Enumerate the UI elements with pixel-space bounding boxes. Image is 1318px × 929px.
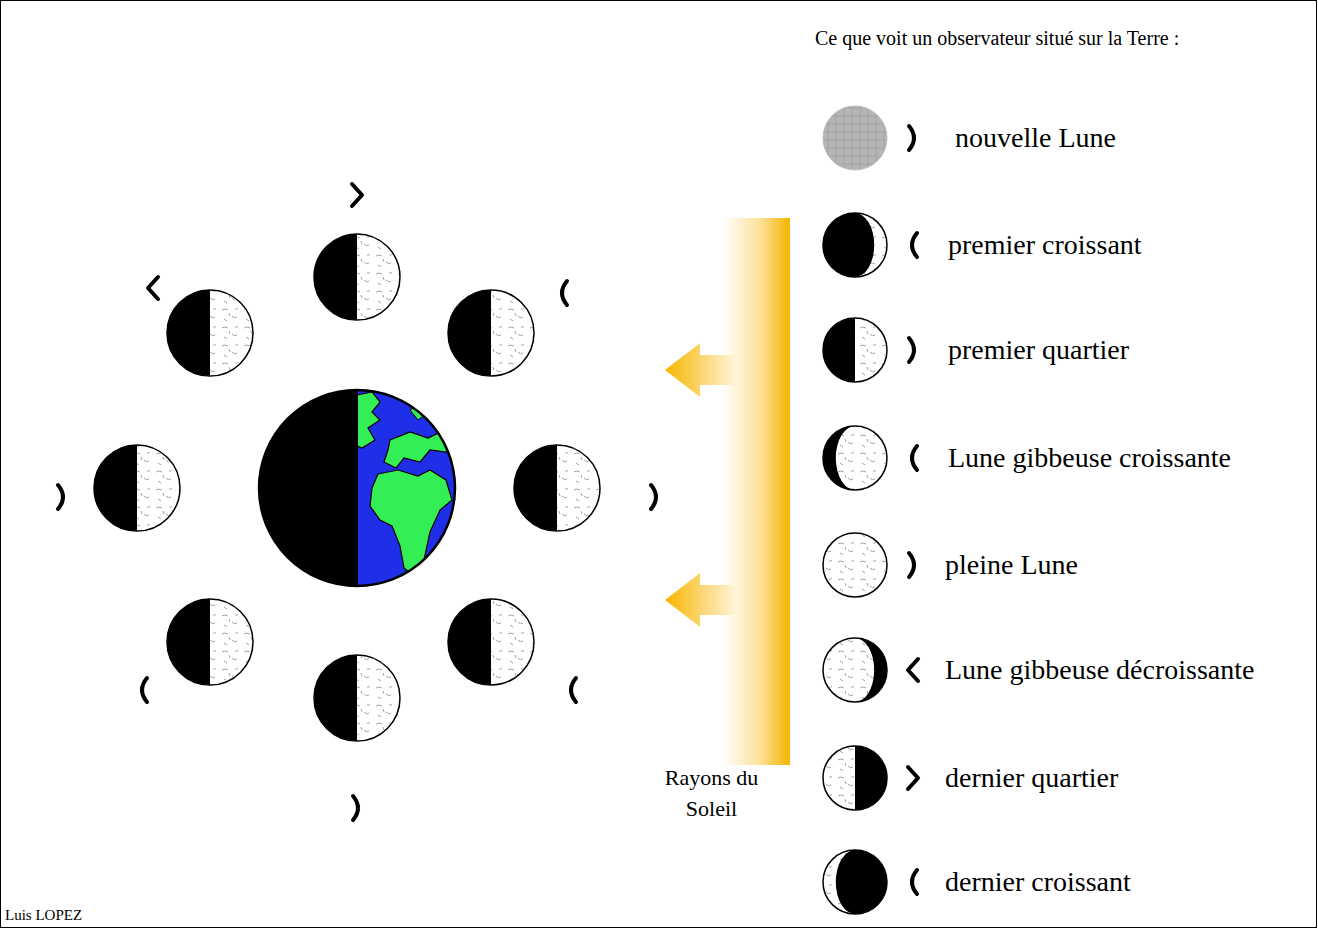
phase-symbol	[353, 796, 358, 820]
phase-name: pleine Lune	[945, 548, 1078, 582]
phase-symbol	[909, 126, 914, 150]
orbit-moon	[167, 599, 253, 685]
phase-name: premier croissant	[948, 228, 1142, 262]
phase-name: nouvelle Lune	[955, 121, 1116, 155]
author-credit: Luis LOPEZ	[5, 906, 82, 924]
phase-symbol	[142, 678, 147, 702]
phase-symbol	[912, 233, 917, 257]
legend-heading: Ce que voit un observateur situé sur la …	[815, 26, 1179, 50]
phase-name: Lune gibbeuse décroissante	[945, 653, 1254, 687]
phase-symbol	[909, 553, 914, 577]
orbit-moon	[448, 290, 534, 376]
phase-symbol	[912, 446, 917, 470]
phase-symbol	[352, 184, 362, 206]
legend-moon-icon	[823, 638, 887, 702]
phase-name: premier quartier	[948, 333, 1129, 367]
phase-symbol	[58, 485, 63, 509]
sun-rays-band	[722, 218, 790, 765]
sun-ray-arrow	[665, 573, 735, 627]
legend-moon-icon	[823, 426, 887, 490]
legend-moon-icon	[823, 850, 887, 914]
legend-moon-icon	[823, 533, 887, 597]
legend-moon-icon	[823, 213, 887, 277]
phase-name: dernier quartier	[945, 761, 1118, 795]
phase-symbol	[912, 870, 917, 894]
phase-symbol	[148, 277, 158, 299]
sun-rays-label: Rayons du Soleil	[664, 763, 759, 825]
legend-moon-icon	[823, 746, 887, 810]
phase-symbol	[909, 338, 914, 362]
phase-symbol	[908, 659, 918, 681]
orbit-moon	[448, 599, 534, 685]
legend-moon-icon	[823, 106, 887, 170]
sun-ray-arrow	[665, 343, 735, 397]
orbit-moon	[94, 445, 180, 531]
orbit-moon	[314, 655, 400, 741]
legend-moon-icon	[823, 318, 887, 382]
orbit-moon	[167, 290, 253, 376]
phase-symbol	[571, 678, 576, 702]
phase-symbol	[651, 485, 656, 509]
earth	[259, 388, 459, 588]
orbit-moon	[314, 234, 400, 320]
phase-name: dernier croissant	[945, 865, 1131, 899]
phase-name: Lune gibbeuse croissante	[948, 441, 1231, 475]
orbit-moon	[514, 445, 600, 531]
phase-symbol	[562, 281, 567, 305]
phase-symbol	[908, 767, 918, 789]
